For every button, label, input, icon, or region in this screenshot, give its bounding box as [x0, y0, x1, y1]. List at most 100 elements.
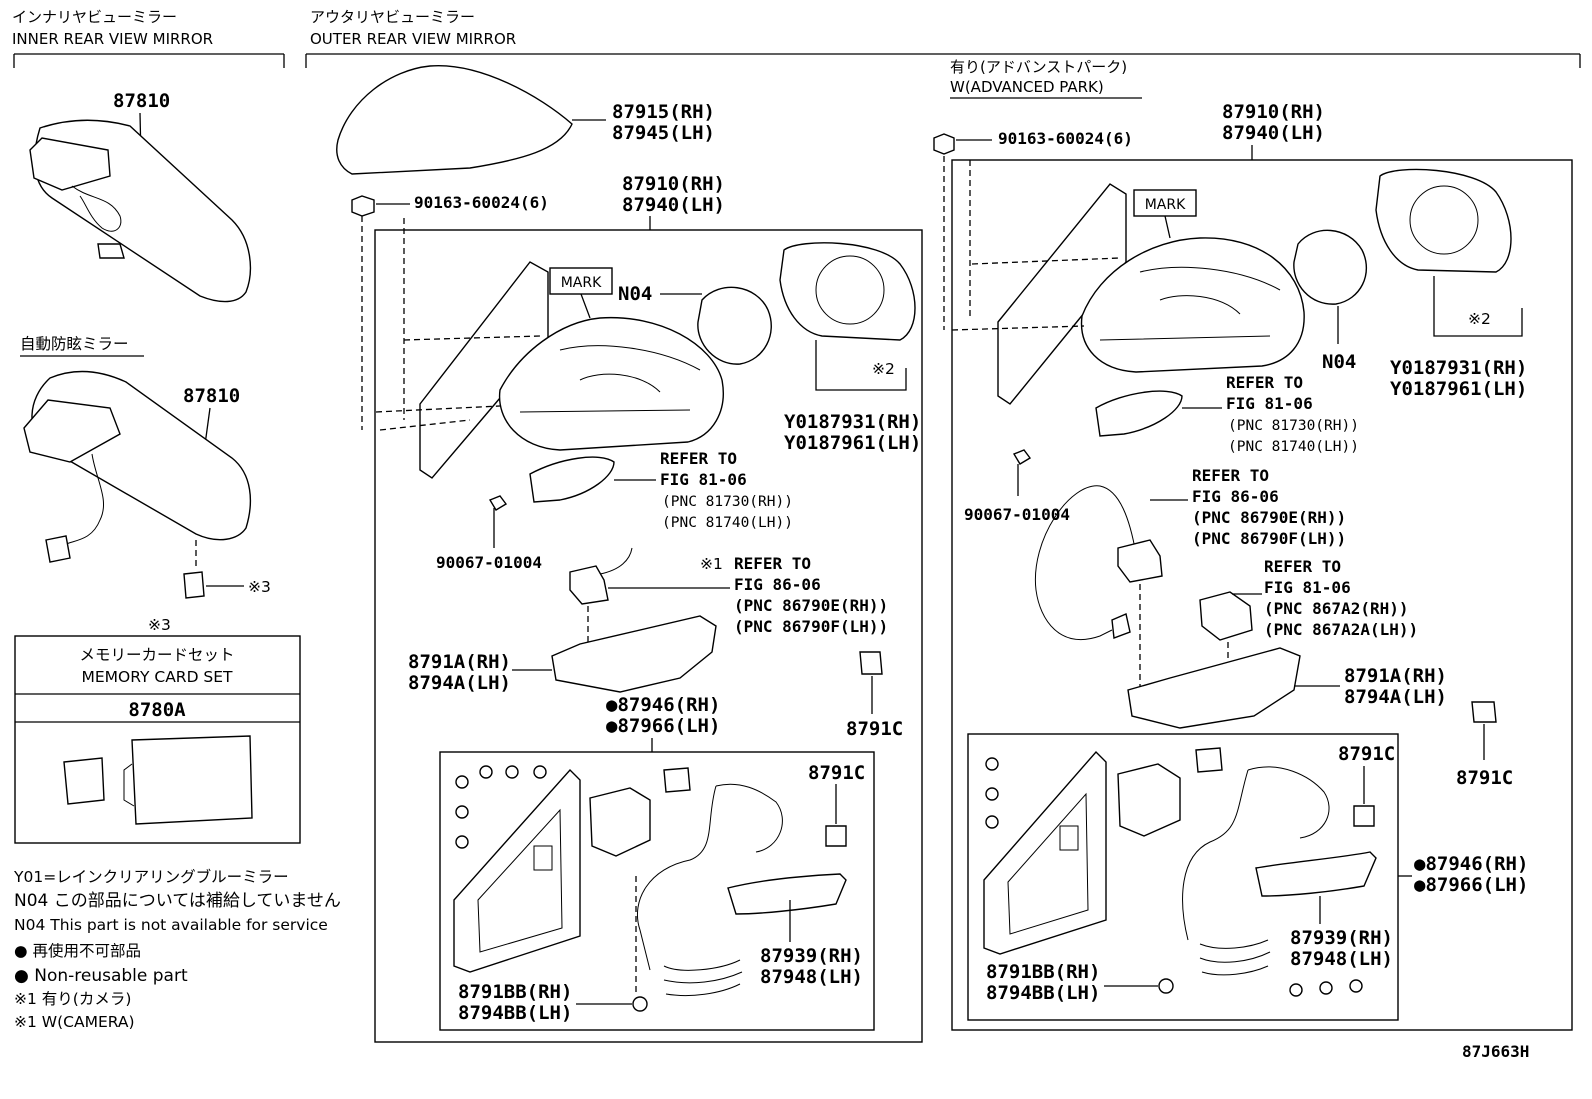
outer-mirror-advanced-park: 有り(アドバンストパーク) W(ADVANCED PARK) 90163-600… — [933, 58, 1573, 1031]
assy-lh: 87940(LH) — [622, 194, 725, 216]
adv-kit-harness — [1182, 766, 1330, 941]
lower-cover-rh: 87939(RH) — [760, 945, 863, 967]
note-y01: Y01=レインクリアリングブルーミラー — [13, 867, 289, 886]
lamp-ref-3: (PNC 81730(RH)) — [662, 494, 793, 510]
adv-glass-leader — [1433, 276, 1523, 337]
sd-adapter-edge — [123, 763, 135, 807]
inner-mirror-stay — [71, 185, 122, 232]
micro-sd-card-icon — [63, 757, 105, 805]
mirror-glass — [779, 242, 916, 341]
adv-glass-ref-mark: ※2 — [1468, 310, 1491, 328]
assy-frame — [374, 229, 923, 1043]
leader-line — [580, 293, 591, 319]
adv-garnish-lh: 8794A(LH) — [1344, 686, 1447, 708]
adv-lower-garnish — [1127, 647, 1301, 729]
ref-3-mark: ※3 — [248, 578, 271, 596]
adv-lamp-ref-1: REFER TO — [1226, 373, 1303, 392]
screw-icon — [533, 765, 547, 779]
adv-assy-dash — [951, 257, 1121, 331]
lower-cover-lh: 87948(LH) — [760, 966, 863, 988]
adv-camera-harness — [1034, 485, 1137, 641]
kit-wires — [663, 959, 743, 997]
adv-sensor-ref-1: REFER TO — [1264, 557, 1341, 576]
screw-icon — [455, 805, 469, 819]
camera-harness — [599, 547, 633, 575]
adv-garnish-rh: 8791A(RH) — [1344, 665, 1447, 687]
lamp-ref-4: (PNC 81740(LH)) — [662, 515, 793, 531]
adv-base-plate-hole — [1059, 825, 1079, 851]
outer-header-jp: アウタリヤビューミラー — [310, 8, 475, 26]
adv-kit-pad — [1353, 805, 1375, 827]
inner-mirror-clip — [97, 243, 125, 259]
camera-ref-1: REFER TO — [734, 554, 811, 573]
side-turn-lamp — [529, 456, 615, 503]
memory-card-title-en: MEMORY CARD SET — [81, 668, 233, 686]
base-plate-inner — [477, 808, 563, 953]
adv-park-header-jp: 有り(アドバンストパーク) — [950, 58, 1127, 76]
glass-leader — [815, 340, 907, 391]
screw-icon — [933, 133, 955, 155]
garnish-lh: 8794A(LH) — [408, 672, 511, 694]
inner-mirror-header: インナリヤビューミラー INNER REAR VIEW MIRROR — [12, 8, 285, 68]
kit-frame — [439, 751, 875, 1031]
note-n04-en: N04 This part is not available for servi… — [14, 916, 328, 934]
auto-dim-mount — [23, 399, 121, 463]
leader-line — [1164, 215, 1171, 239]
outer-mirror-standard: 87915(RH) 87945(LH) 90163-60024(6) 87910… — [336, 65, 923, 1043]
inner-header-bracket — [13, 53, 285, 68]
adv-screw-part-number: 90163-60024(6) — [998, 129, 1133, 148]
memory-card-ref-mark: ※3 — [148, 616, 171, 634]
adv-park-header-en: W(ADVANCED PARK) — [950, 78, 1104, 96]
memory-card-part-number: 8780A — [128, 699, 186, 721]
camera-ref-4: (PNC 86790F(LH)) — [734, 617, 888, 636]
adv-camera-ref-1: REFER TO — [1192, 466, 1269, 485]
bolt-icon — [488, 495, 508, 511]
adv-mirror-glass-heater — [1409, 185, 1479, 255]
adv-camera-ref-4: (PNC 86790F(LH)) — [1192, 529, 1346, 548]
note-camera-jp: ※1 有り(カメラ) — [14, 990, 131, 1008]
camera-ref-2: FIG 86-06 — [734, 575, 821, 594]
kit-harness — [636, 783, 783, 971]
adv-pad-part-number-outer: 8791C — [1456, 767, 1513, 789]
assy-dash — [375, 335, 541, 431]
adv-pad-part-number-kit: 8791C — [1338, 743, 1395, 765]
screw-icon — [455, 775, 469, 789]
mirror-base-plate — [453, 768, 581, 973]
adv-sensor-ref-3: (PNC 867A2(RH)) — [1264, 599, 1409, 618]
glass-lh: Y0187961(LH) — [784, 432, 921, 454]
base-plate-hole — [533, 845, 553, 871]
adv-connector-icon — [1195, 747, 1223, 773]
memory-card-frame — [14, 635, 301, 844]
screw-icon — [1289, 983, 1303, 997]
adv-assy-frame — [951, 159, 1573, 1031]
adv-base-rh: 8791BB(RH) — [986, 961, 1100, 983]
base-rh: 8791BB(RH) — [458, 981, 572, 1003]
adv-assy-rh: 87910(RH) — [1222, 101, 1325, 123]
inner-header-en: INNER REAR VIEW MIRROR — [12, 30, 213, 48]
kit-lh: ●87966(LH) — [606, 715, 720, 737]
outer-mirror-header: アウタリヤビューミラー OUTER REAR VIEW MIRROR — [305, 8, 1581, 68]
pad-part-number-kit: 8791C — [808, 762, 865, 784]
note-n04-jp: N04 この部品については補給していません — [14, 891, 341, 911]
fold-motor — [589, 787, 651, 857]
adv-sensor-ref-2: FIG 81-06 — [1264, 578, 1351, 597]
screw-icon — [1319, 981, 1333, 995]
screw-icon — [455, 835, 469, 849]
figure-id: 87J663H — [1462, 1042, 1529, 1061]
motor-label: N04 — [618, 283, 652, 305]
adv-kit-lh: ●87966(LH) — [1414, 874, 1528, 896]
note-nonreusable-en: ● Non-reusable part — [14, 966, 188, 986]
adv-base-plate-inner — [1007, 792, 1089, 935]
adv-cushion-pad — [1471, 701, 1497, 723]
glass-rh: Y0187931(RH) — [784, 411, 921, 433]
adv-grommet-icon — [1158, 978, 1174, 994]
base-lh: 8794BB(LH) — [458, 1002, 572, 1024]
housing-detail — [519, 345, 701, 413]
screw-icon — [985, 757, 999, 771]
camera-mark: ※1 — [700, 555, 723, 573]
inner-mirror-part-number: 87810 — [113, 90, 170, 112]
adv-mirror-housing — [1080, 237, 1305, 373]
adv-kit-wires — [1199, 939, 1271, 976]
kit-rh: ●87946(RH) — [606, 694, 720, 716]
note-nonreusable-jp: ● 再使用不可部品 — [14, 942, 141, 960]
